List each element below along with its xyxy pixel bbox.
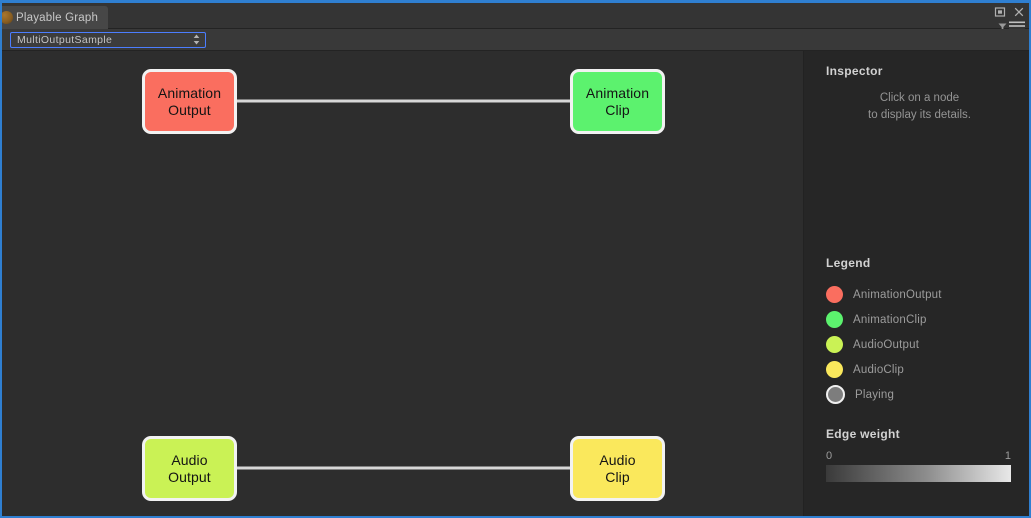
node-label-line1: Audio: [599, 451, 636, 468]
node-animation-output[interactable]: Animation Output: [142, 69, 237, 134]
inspector-hint-line2: to display its details.: [868, 109, 971, 121]
legend-item-label: AnimationClip: [853, 313, 927, 326]
legend-item-animation-clip: AnimationClip: [826, 307, 1019, 332]
edge-weight-max-label: 1: [1004, 450, 1011, 462]
legend-color-swatch-icon: [826, 311, 843, 328]
graph-selector-dropdown[interactable]: MultiOutputSample: [10, 32, 206, 48]
filter-icon[interactable]: [998, 18, 1007, 36]
inspector-empty-hint: Click on a node to display its details.: [826, 90, 1019, 124]
inspector-title: Inspector: [826, 64, 883, 78]
edge-weight-title: Edge weight: [826, 427, 900, 441]
legend-item-playing: Playing: [826, 382, 1019, 407]
window-controls: [994, 6, 1025, 18]
tab-playable-graph[interactable]: Playable Graph: [2, 6, 109, 29]
node-label-line2: Clip: [605, 468, 630, 485]
legend-item-label: AudioClip: [853, 363, 905, 376]
playable-graph-icon: [2, 11, 13, 24]
legend-color-swatch-icon: [826, 361, 843, 378]
chevron-updown-icon: [192, 34, 201, 46]
legend-item-audio-output: AudioOutput: [826, 332, 1019, 357]
right-sidebar: Inspector Click on a node to display its…: [803, 51, 1029, 516]
node-label-line1: Animation: [157, 84, 222, 101]
edge-weight-min-label: 0: [826, 450, 833, 462]
graph-selector-value: MultiOutputSample: [17, 34, 113, 46]
legend-item-label: AudioOutput: [853, 338, 920, 351]
node-audio-output[interactable]: Audio Output: [142, 436, 237, 501]
inspector-panel: Inspector Click on a node to display its…: [826, 64, 1019, 124]
inspector-hint-line1: Click on a node: [879, 92, 960, 104]
node-label-line1: Animation: [585, 84, 650, 101]
node-label-line2: Output: [168, 468, 211, 485]
legend-item-label: Playing: [855, 388, 895, 401]
legend-item-list: AnimationOutput AnimationClip AudioOutpu…: [826, 282, 1019, 407]
node-label-line1: Audio: [171, 451, 208, 468]
legend-title: Legend: [826, 256, 871, 270]
node-animation-clip[interactable]: Animation Clip: [570, 69, 665, 134]
legend-item-animation-output: AnimationOutput: [826, 282, 1019, 307]
toolbar: MultiOutputSample: [2, 29, 1029, 51]
legend-color-swatch-icon: [826, 336, 843, 353]
graph-canvas[interactable]: Animation Output Animation Clip Audio Ou…: [2, 51, 803, 516]
legend-panel: Legend AnimationOutput AnimationClip Aud…: [826, 256, 1019, 407]
legend-color-swatch-icon: [826, 286, 843, 303]
node-audio-clip[interactable]: Audio Clip: [570, 436, 665, 501]
close-icon[interactable]: [1013, 6, 1025, 18]
legend-item-label: AnimationOutput: [853, 288, 942, 301]
node-label-line2: Output: [168, 101, 211, 118]
legend-playing-ring-icon: [826, 385, 845, 404]
graph-edges: [237, 99, 572, 470]
edge-weight-gradient-bar: [826, 465, 1011, 482]
legend-item-audio-clip: AudioClip: [826, 357, 1019, 382]
tab-label: Playable Graph: [16, 11, 99, 24]
maximize-icon[interactable]: [994, 6, 1006, 18]
edge-weight-panel: Edge weight 0 1: [826, 427, 1011, 482]
edge-weight-scale: 0 1: [826, 450, 1011, 462]
node-label-line2: Clip: [605, 101, 630, 118]
window-tab-bar: Playable Graph: [2, 3, 1029, 31]
